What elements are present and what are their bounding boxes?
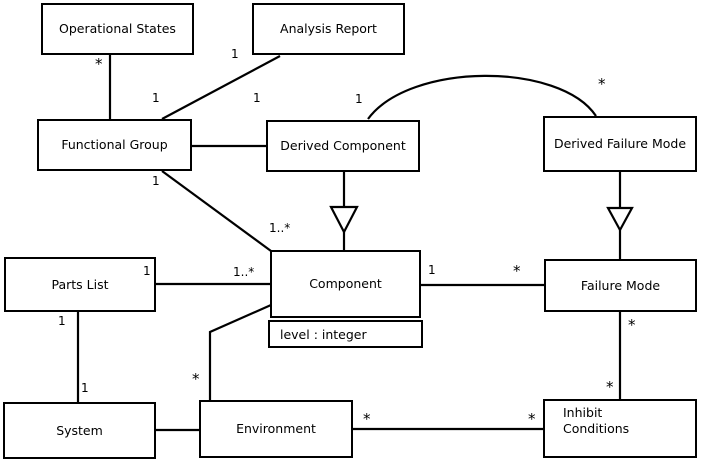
multiplicity-m-system-from-parts: 1 [81,381,89,395]
association-functional-group--component [161,170,272,252]
class-box-parts-list[interactable]: Parts List [4,257,156,312]
class-box-derived-failure-mode[interactable]: Derived Failure Mode [543,116,697,172]
multiplicity-m-parts-list-end: 1 [143,264,151,278]
multiplicity-m-fg-to-report: 1 [152,91,160,105]
class-name-inhibit-conditions: Inhibit Conditions [563,405,630,436]
attribute-compartment-component-attrs: level : integer [268,320,423,348]
multiplicity-m-analysis-report-end: 1 [231,47,239,61]
generalization-triangle-derived-failure-mode--failure-mode [606,206,634,233]
multiplicity-m-component-from-fg: 1..* [269,221,291,235]
generalization-triangle-derived-component--component [329,205,359,235]
class-name-analysis-report: Analysis Report [280,21,377,37]
class-box-system[interactable]: System [3,402,156,459]
multiplicity-m-inhibit-from-env: * [528,410,536,428]
class-name-environment: Environment [236,421,316,437]
multiplicity-m-inhibit-from-fm: * [606,378,614,396]
class-box-environment[interactable]: Environment [199,400,353,458]
multiplicity-m-environment-to-inhibit: * [363,410,371,428]
class-name-operational-states: Operational States [59,21,176,37]
class-name-parts-list: Parts List [51,276,109,292]
class-box-derived-component[interactable]: Derived Component [266,120,420,172]
multiplicity-m-failure-mode-from-comp: * [513,262,521,280]
association-environment--component [208,303,272,400]
association-analysis-report--functional-group [161,55,281,120]
class-box-analysis-report[interactable]: Analysis Report [252,3,405,55]
multiplicity-m-component-to-fm: 1 [428,263,436,277]
class-name-system: System [56,422,103,438]
multiplicity-m-fm-to-inhibit: * [628,316,636,334]
class-box-failure-mode[interactable]: Failure Mode [544,259,697,312]
association-derived-component--derived-failure-mode [367,74,597,120]
multiplicity-m-fg-to-component: 1 [152,174,160,188]
generalization-edges [329,172,634,259]
class-box-functional-group[interactable]: Functional Group [37,119,192,171]
class-name-failure-mode: Failure Mode [580,277,661,293]
association-edges [76,55,622,432]
multiplicity-m-dfm-arc-end: * [598,75,606,93]
multiplicity-m-operational-states-end: * [95,55,103,73]
multiplicity-m-component-from-parts: 1..* [233,265,255,279]
class-name-derived-failure-mode: Derived Failure Mode [553,136,687,152]
multiplicity-m-environment-to-comp: * [192,370,200,388]
class-name-derived-component: Derived Component [280,138,406,154]
multiplicity-m-dc-arc-start: 1 [355,92,363,106]
class-name-component: Component [309,276,382,292]
class-box-operational-states[interactable]: Operational States [41,3,194,55]
class-name-functional-group: Functional Group [61,137,168,153]
multiplicity-m-parts-list-to-system: 1 [58,314,66,328]
class-box-component[interactable]: Component [270,250,421,318]
multiplicity-m-fg-to-derived-comp: 1 [253,91,261,105]
class-box-inhibit-conditions[interactable]: Inhibit Conditions [543,399,697,458]
